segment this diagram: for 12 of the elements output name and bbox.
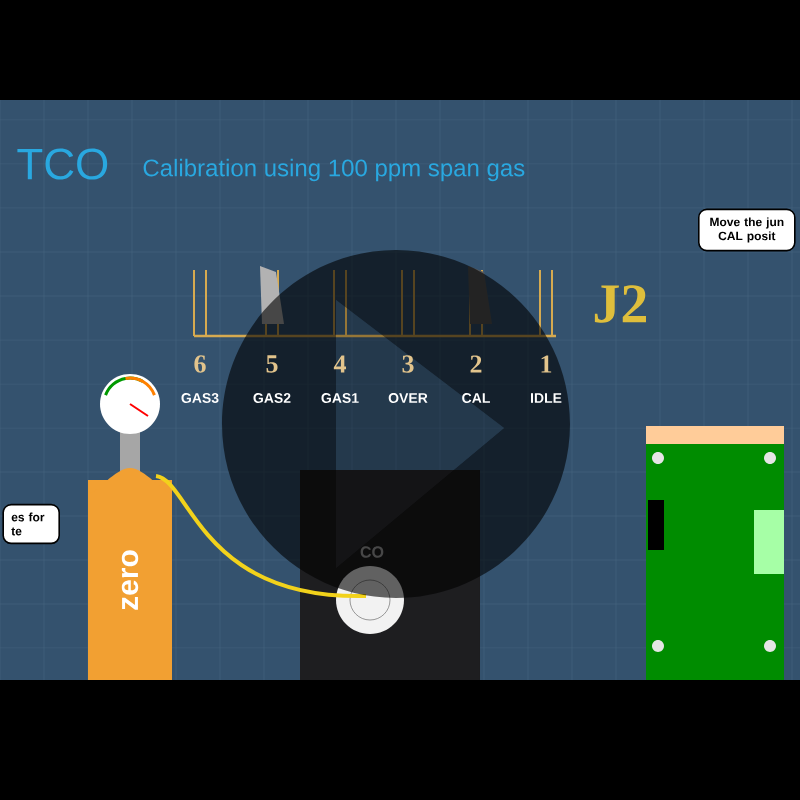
slide-subtitle: Calibration using 100 ppm span gas bbox=[143, 158, 525, 182]
pin-number: 4 bbox=[333, 355, 346, 373]
tube bbox=[155, 474, 367, 598]
pin-number: 6 bbox=[194, 355, 206, 373]
jumper-label: J2 bbox=[594, 285, 646, 323]
pin-number: 2 bbox=[470, 355, 482, 373]
gas-cylinder: zero bbox=[88, 468, 172, 680]
pin-number: 5 bbox=[266, 355, 278, 373]
gas-detector: CO bbox=[300, 470, 480, 680]
pin-number: 3 bbox=[402, 355, 414, 373]
slide-title: TCO bbox=[17, 148, 108, 180]
pin-number: 1 bbox=[541, 355, 552, 373]
